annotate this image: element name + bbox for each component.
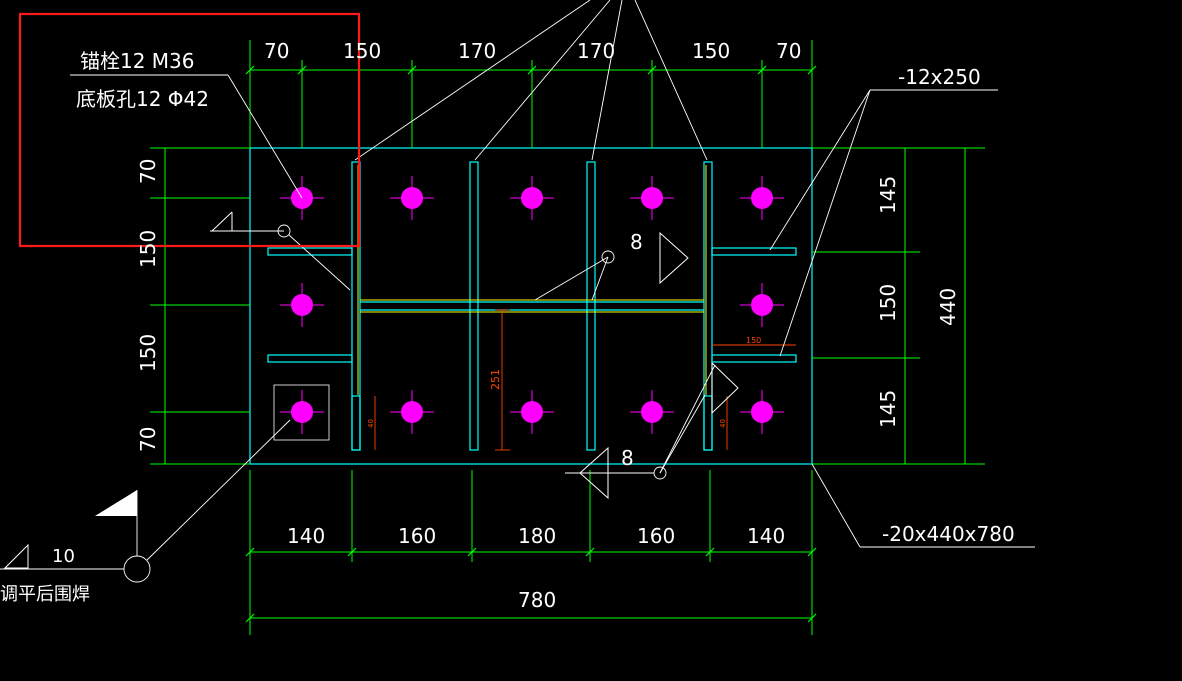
weld-size-top: 8 [630,230,643,254]
anchor-bolt-icon [390,390,434,434]
dim-small-right: 40 [719,419,727,428]
field-weld-flag-icon [95,490,137,516]
anchor-bolt-icon [280,283,324,327]
dimension-ticks [245,65,817,623]
anchor-bolt-label: 锚栓12 M36 [80,49,195,73]
dim-bottom-2: 160 [398,524,436,548]
dim-plate-length: 150 [746,336,761,345]
dim-top-1: 70 [264,39,289,63]
dim-left-2: 150 [136,230,160,268]
stiffener-plate-label: -12x250 [898,65,981,89]
dim-top-2: 150 [343,39,381,63]
dim-left-1: 70 [136,159,160,184]
anchor-bolt-icon [510,176,554,220]
anchor-bolt-icon [510,390,554,434]
anchor-bolt-icon [280,390,324,434]
dim-top-3: 170 [458,39,496,63]
dim-top-6: 70 [776,39,801,63]
field-weld-note: 调平后围焊 [0,584,90,605]
dim-bottom-3: 180 [518,524,556,548]
weld-size-field: 10 [52,546,75,567]
weld-size-bottom: 8 [621,446,634,470]
dim-bottom-4: 160 [637,524,675,548]
dim-left-3: 150 [136,334,160,372]
dim-right-2: 150 [876,284,900,322]
dim-top-5: 150 [692,39,730,63]
dim-right-3: 145 [876,390,900,428]
anchor-bolts [280,176,784,434]
anchor-bolt-icon [740,176,784,220]
anchor-bolt-icon [630,176,674,220]
fillet-weld-icon [3,211,739,569]
anchor-bolt-icon [740,390,784,434]
column-section [267,161,797,451]
dim-overall-height: 440 [936,288,960,326]
base-plate-label: -20x440x780 [882,522,1015,546]
dim-top-4: 170 [577,39,615,63]
dim-right-1: 145 [876,176,900,214]
stiffener-dims [374,309,796,451]
callout-box [18,12,361,248]
anchor-bolt-icon [740,283,784,327]
dim-small-left: 40 [367,419,375,428]
dim-stiffener-height: 251 [489,369,502,390]
leader-lines [0,0,1035,583]
anchor-bolt-icon [630,390,674,434]
anchor-bolt-icon [390,176,434,220]
base-hole-label: 底板孔12 Φ42 [76,87,209,111]
dim-bottom-5: 140 [747,524,785,548]
base-plate-outline [249,147,813,465]
dim-overall-width: 780 [518,588,556,612]
dim-left-4: 70 [136,427,160,452]
dim-bottom-1: 140 [287,524,325,548]
